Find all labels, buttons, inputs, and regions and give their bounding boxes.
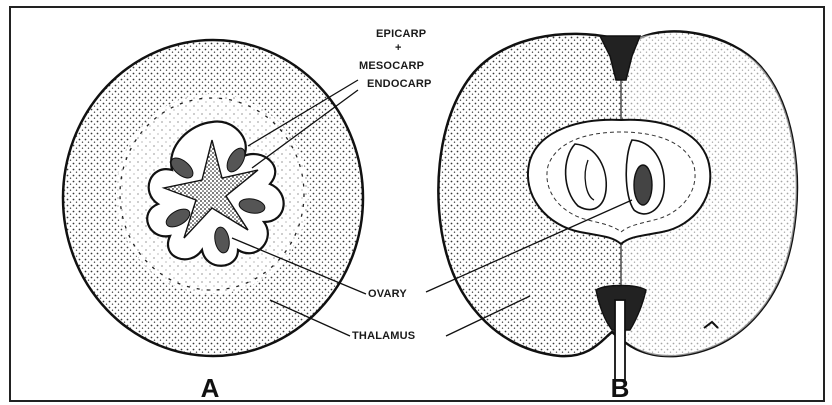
label-epicarp: EPICARP <box>376 28 426 40</box>
label-endocarp: ENDOCARP <box>367 78 432 90</box>
label-thalamus: THALAMUS <box>352 330 415 342</box>
panel-a-cross-section <box>63 40 363 356</box>
seed-b <box>634 165 652 205</box>
label-mesocarp: MESOCARP <box>359 60 424 72</box>
panel-label-a: A <box>201 373 220 403</box>
label-plus: + <box>395 42 402 54</box>
label-ovary: OVARY <box>368 288 407 300</box>
stalk <box>615 300 625 380</box>
panel-label-b: B <box>611 373 630 403</box>
